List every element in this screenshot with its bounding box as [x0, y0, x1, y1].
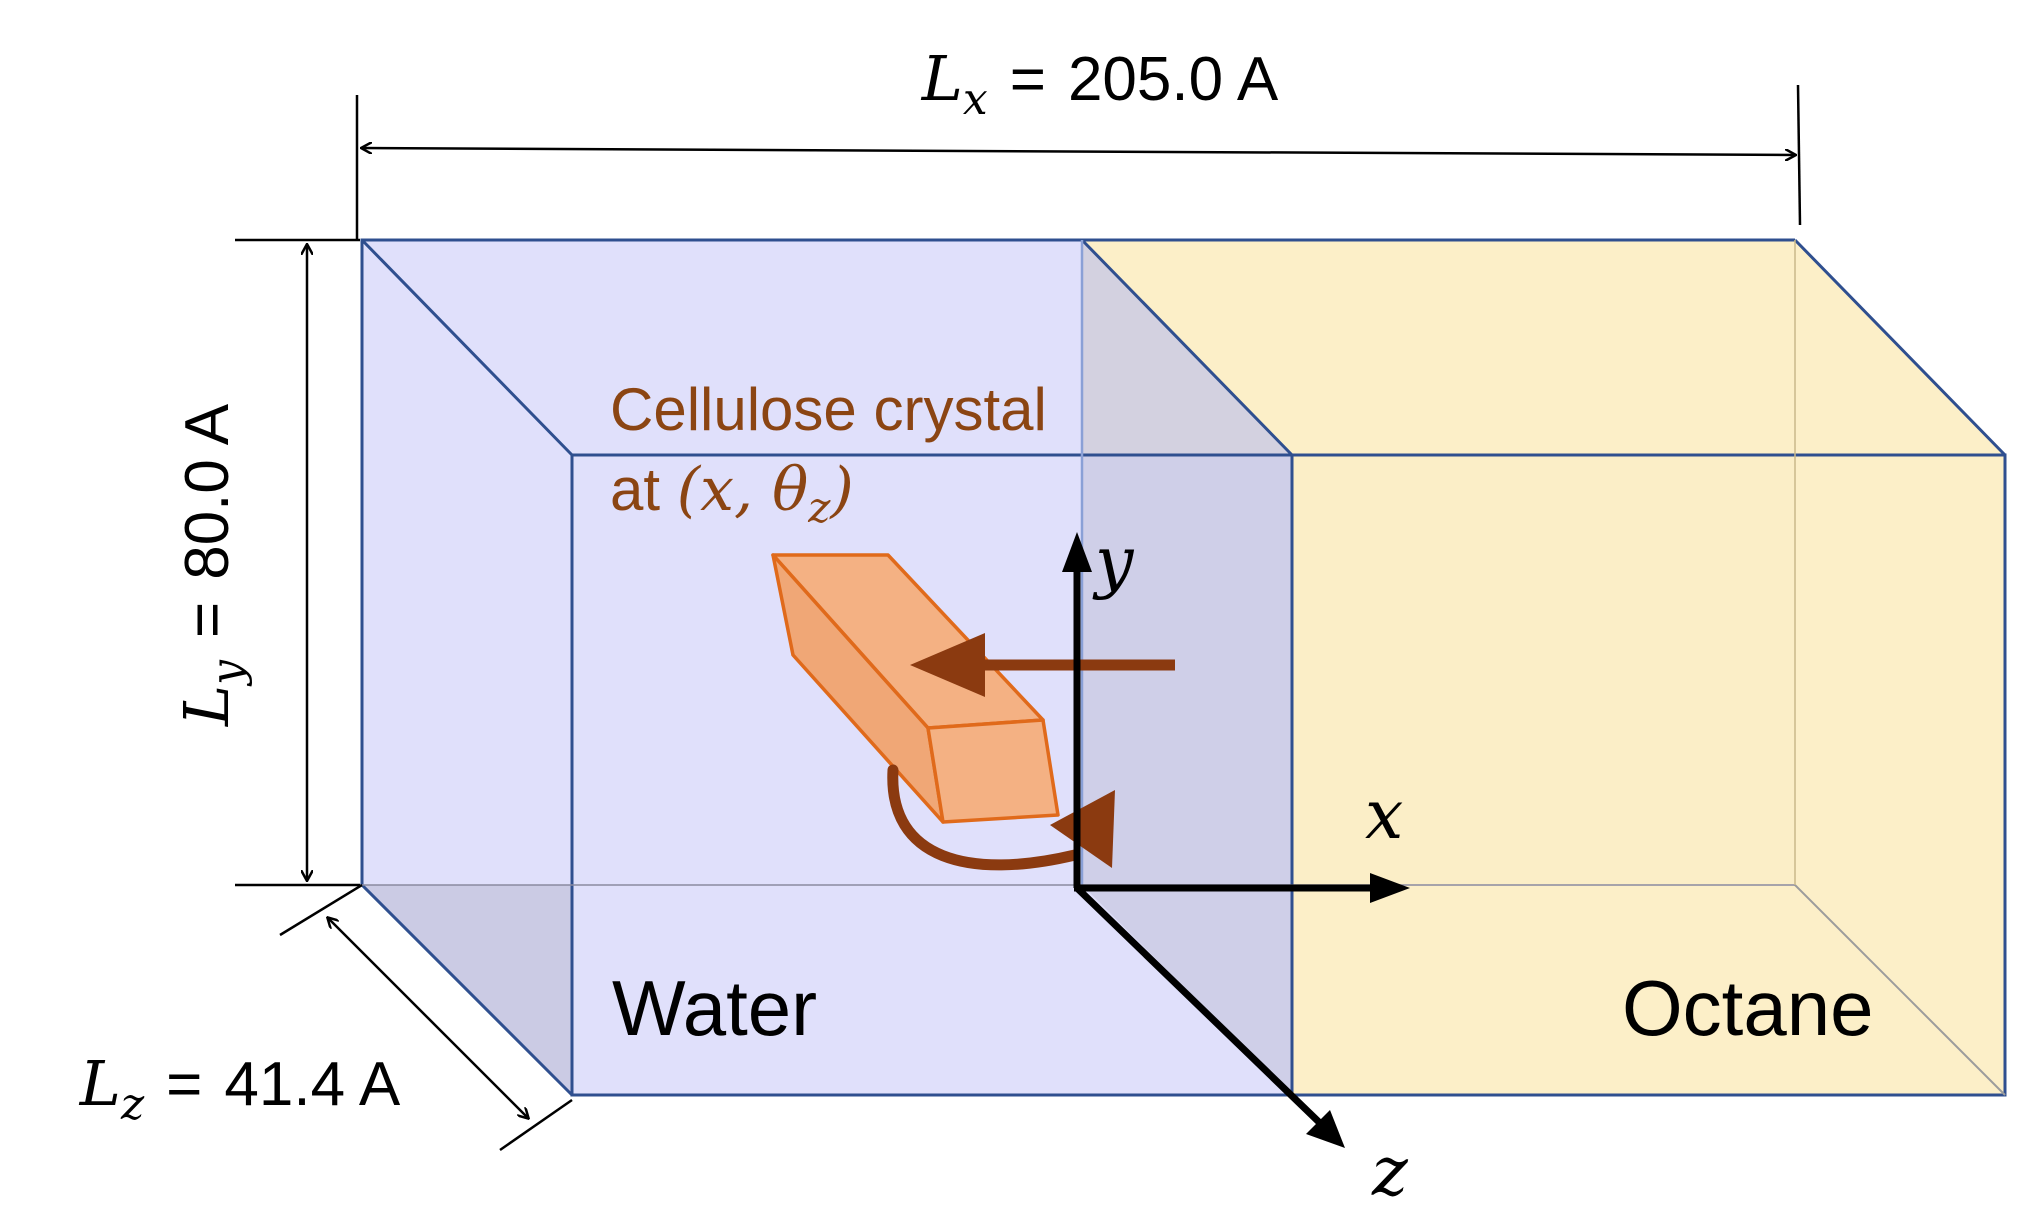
coordinate-axes: y x z [1062, 523, 1410, 1212]
z-axis [1074, 885, 1325, 1128]
lx-dimension-line [362, 148, 1795, 155]
lz-extension-bottom [499, 1098, 573, 1152]
lz-extension-top [279, 883, 363, 937]
ly-dimension: Ly=80.0 A [170, 238, 360, 887]
lz-dimension-line [328, 918, 528, 1118]
lz-dimension: Lz=41.4 A [79, 883, 573, 1152]
water-label: Water [612, 964, 817, 1052]
lx-extension-right [1796, 84, 1802, 226]
lz-label: Lz=41.4 A [79, 1047, 401, 1130]
y-axis-arrowhead [1062, 532, 1092, 572]
octane-label: Octane [1622, 964, 1873, 1052]
crystal-label-line1: Cellulose crystal [610, 376, 1047, 443]
ly-label: Ly=80.0 A [170, 403, 253, 727]
octane-top-face [1082, 240, 2005, 455]
crystal-end-face [926, 718, 1060, 824]
crystal-label-line2: at (x, θz) [610, 455, 854, 532]
crystal-label: Cellulose crystal at (x, θz) [610, 376, 1047, 532]
y-axis-label: y [1092, 523, 1135, 602]
z-axis-label: z [1371, 1133, 1409, 1212]
lx-label: Lx=205.0 A [921, 42, 1279, 125]
lx-dimension: Lx=205.0 A [355, 42, 1802, 240]
rotation-arrow [887, 764, 1115, 871]
z-axis-arrowhead [1306, 1110, 1345, 1148]
octane-bottom-face [1082, 885, 2005, 1095]
x-axis-arrowhead [1370, 873, 1410, 903]
x-axis-label: x [1365, 776, 1403, 855]
